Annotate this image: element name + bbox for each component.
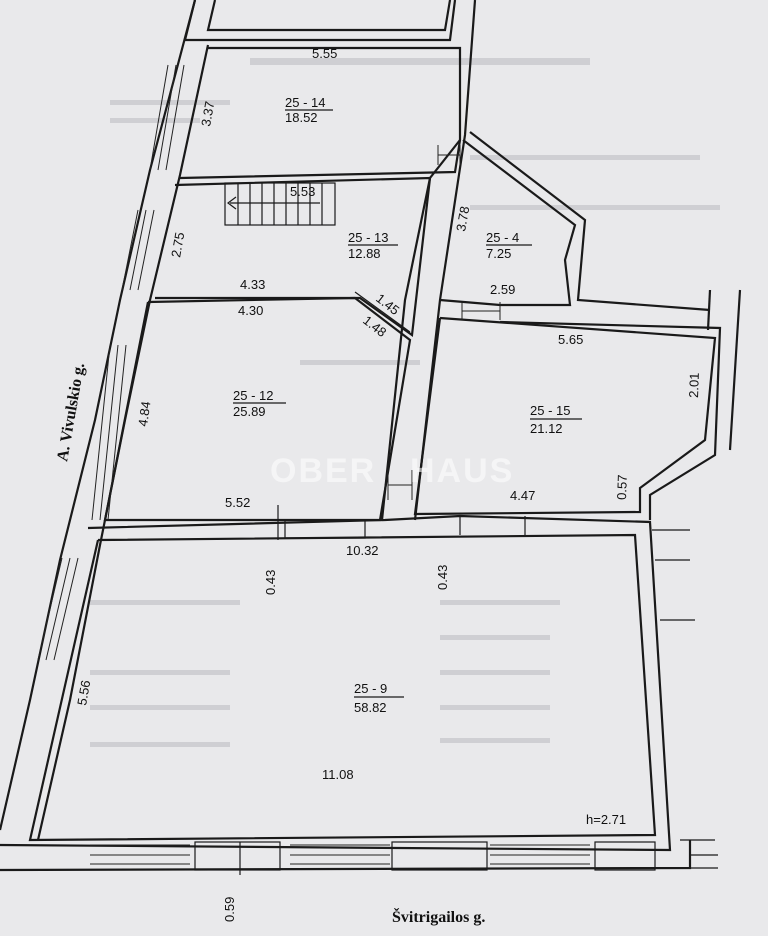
room-id: 25 - 15 xyxy=(530,403,570,418)
dim-label: 2.75 xyxy=(168,231,187,259)
room-area: 25.89 xyxy=(233,404,266,419)
dim-label: 0.43 xyxy=(435,565,450,590)
staircase xyxy=(224,182,336,226)
dim-label: 4.33 xyxy=(240,277,265,292)
dim-label: 4.30 xyxy=(238,303,263,318)
room-id: 25 - 9 xyxy=(354,681,387,696)
dim-label: 2.01 xyxy=(686,372,702,398)
dim-label: 5.53 xyxy=(290,184,315,199)
room-area: 12.88 xyxy=(348,246,381,261)
dim-label: 5.65 xyxy=(558,332,583,347)
ceiling-height-note: h=2.71 xyxy=(586,812,626,827)
dim-label: 11.08 xyxy=(322,767,354,782)
room-area: 7.25 xyxy=(486,246,511,261)
watermark-right: HAUS xyxy=(410,452,514,490)
dim-label: 4.84 xyxy=(135,400,153,427)
walls xyxy=(0,0,742,872)
dim-label: 0.57 xyxy=(614,474,630,500)
dim-label: 0.43 xyxy=(263,570,278,595)
dim-label: 5.56 xyxy=(74,679,93,707)
room-id: 25 - 13 xyxy=(348,230,388,245)
background-document-text xyxy=(90,58,720,747)
dim-label: 5.52 xyxy=(225,495,250,510)
room-labels: 25 - 14 18.52 25 - 13 12.88 25 - 4 7.25 … xyxy=(233,95,582,715)
room-id: 25 - 4 xyxy=(486,230,519,245)
watermark: OBER HAUS xyxy=(270,452,514,490)
dim-label: 5.55 xyxy=(312,46,337,61)
dim-label: 0.59 xyxy=(222,897,237,922)
dim-label: 10.32 xyxy=(346,543,379,558)
room-area: 21.12 xyxy=(530,421,563,436)
room-area: 18.52 xyxy=(285,110,318,125)
dim-label: 3.78 xyxy=(453,205,472,233)
partitions xyxy=(239,291,526,875)
street-label-west: A. Vivulskio g. xyxy=(54,362,88,463)
windows xyxy=(37,64,656,871)
room-area: 58.82 xyxy=(354,700,387,715)
dim-label: 2.59 xyxy=(490,282,515,297)
room-id: 25 - 12 xyxy=(233,388,273,403)
dim-label: 3.37 xyxy=(198,100,217,128)
watermark-left: OBER xyxy=(270,452,376,490)
room-id: 25 - 14 xyxy=(285,95,325,110)
street-label-south: Švitrigailos g. xyxy=(392,907,485,926)
dim-label: 4.47 xyxy=(510,488,535,503)
